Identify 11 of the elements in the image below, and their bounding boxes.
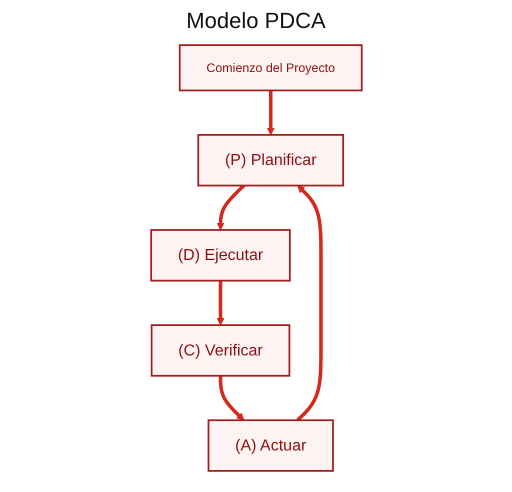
node-box: Comienzo del Proyecto — [178, 44, 362, 92]
node-box: (P) Planificar — [196, 134, 344, 186]
node-box: (A) Actuar — [207, 419, 334, 472]
arrow — [218, 376, 244, 421]
arrow — [296, 185, 322, 422]
node-box: (C) Verificar — [150, 324, 290, 377]
node-box: (D) Ejecutar — [150, 229, 290, 282]
diagram-title: Modelo PDCA — [185, 8, 327, 34]
arrow — [216, 280, 224, 326]
arrow — [216, 184, 245, 230]
arrow — [266, 90, 274, 136]
